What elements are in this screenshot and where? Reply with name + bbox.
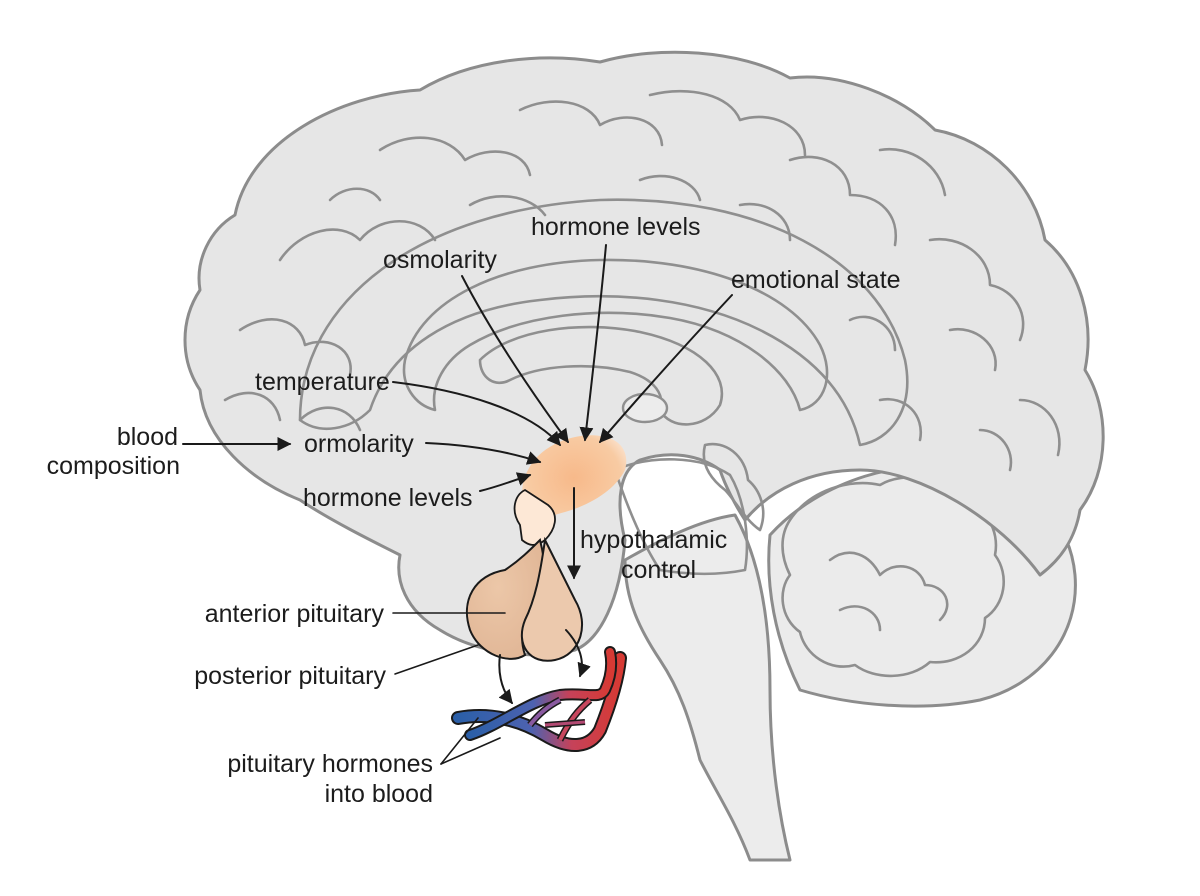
arrow-emotional-state [599,294,733,444]
label-hormones-line1: pituitary hormones [227,750,433,778]
corpus-callosum [402,258,829,412]
arrow-posterior-release [565,629,591,678]
leader-hormones-2 [440,737,501,765]
labels: hormone levels osmolarity emotional stat… [47,213,901,808]
midbrain [613,458,749,576]
label-hormone-levels-top: hormone levels [531,213,701,241]
arrow-anterior-release [498,654,513,705]
cingulate-region [298,198,909,447]
label-temperature: temperature [255,368,390,396]
arrow-hormone-levels-top [579,244,607,442]
cerebral-gyri [223,89,1061,472]
label-posterior-pituitary: posterior pituitary [194,662,386,690]
brainstem [623,513,792,862]
arrow-hormone-levels-side [479,472,532,492]
infundibulum [513,488,556,546]
pons [702,442,765,532]
arrow-osmolarity [461,275,569,444]
blood-vessels [451,646,627,752]
label-hormone-levels-side: hormone levels [303,484,473,512]
leader-lines [392,612,506,765]
cerebrum-outline [183,50,1105,657]
label-hypothalamic-line2: control [621,556,696,584]
label-hypothalamic-line1: hypothalamic [580,526,727,554]
arrow-ormolarity [425,442,542,465]
input-arrows [182,244,733,705]
label-emotional-state: emotional state [731,266,901,294]
fornix [478,325,724,426]
thalamus-region [621,392,669,424]
leader-hormones-1 [440,717,479,765]
label-blood-line2: composition [47,452,180,480]
label-anterior-pituitary: anterior pituitary [205,600,385,628]
label-blood-line1: blood [117,423,178,451]
label-osmolarity: osmolarity [383,246,497,274]
leader-posterior [394,644,479,675]
label-ormolarity: ormolarity [304,430,414,458]
arrow-temperature [392,381,561,447]
label-hormones-line2: into blood [325,780,433,808]
